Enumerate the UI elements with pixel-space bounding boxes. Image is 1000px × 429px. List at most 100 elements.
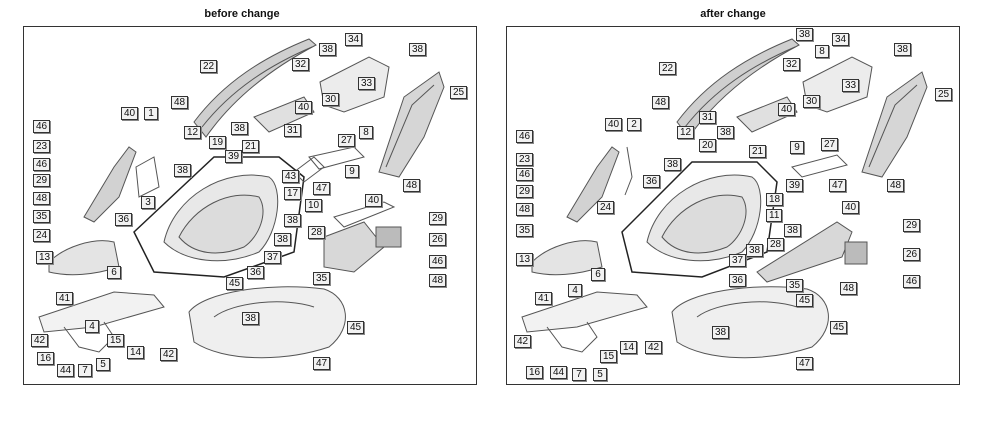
callout-label: 13 [36, 251, 54, 264]
callout-label: 36 [115, 213, 133, 226]
callout-label: 28 [308, 226, 326, 239]
diagram-panel-after [506, 26, 960, 385]
callout-label: 45 [830, 321, 848, 334]
callout-label: 8 [815, 45, 829, 58]
callout-label: 38 [174, 164, 192, 177]
callout-label: 23 [516, 153, 534, 166]
callout-label: 25 [450, 86, 468, 99]
callout-label: 48 [516, 203, 534, 216]
callout-label: 28 [767, 238, 785, 251]
callout-label: 38 [717, 126, 735, 139]
callout-label: 35 [313, 272, 331, 285]
callout-label: 25 [935, 88, 953, 101]
callout-label: 40 [121, 107, 139, 120]
callout-label: 48 [652, 96, 670, 109]
callout-label: 48 [887, 179, 905, 192]
callout-label: 38 [242, 312, 260, 325]
callout-label: 48 [429, 274, 447, 287]
callout-label: 38 [231, 122, 249, 135]
callout-label: 48 [403, 179, 421, 192]
callout-label: 31 [699, 111, 717, 124]
callout-label: 13 [516, 253, 534, 266]
callout-label: 22 [200, 60, 218, 73]
callout-label: 42 [514, 335, 532, 348]
callout-label: 30 [803, 95, 821, 108]
callout-label: 15 [107, 334, 125, 347]
callout-label: 24 [597, 201, 615, 214]
callout-label: 33 [358, 77, 376, 90]
callout-label: 10 [305, 199, 323, 212]
callout-label: 38 [274, 233, 292, 246]
callout-label: 38 [284, 214, 302, 227]
callout-label: 40 [605, 118, 623, 131]
callout-label: 6 [591, 268, 605, 281]
callout-label: 35 [516, 224, 534, 237]
callout-label: 35 [33, 210, 51, 223]
callout-label: 40 [365, 194, 383, 207]
callout-label: 32 [783, 58, 801, 71]
callout-label: 40 [778, 103, 796, 116]
callout-label: 48 [33, 192, 51, 205]
parts-drawing-after [521, 38, 928, 359]
callout-label: 43 [282, 170, 300, 183]
callout-label: 15 [600, 350, 618, 363]
callout-label: 29 [33, 174, 51, 187]
callout-label: 26 [429, 233, 447, 246]
callout-label: 22 [659, 62, 677, 75]
callout-label: 47 [829, 179, 847, 192]
callout-label: 39 [225, 150, 243, 163]
panel-title-before: before change [204, 8, 280, 20]
callout-label: 46 [33, 158, 51, 171]
callout-label: 48 [171, 96, 189, 109]
callout-label: 30 [322, 93, 340, 106]
callout-label: 37 [264, 251, 282, 264]
callout-label: 23 [33, 140, 51, 153]
callout-label: 46 [33, 120, 51, 133]
callout-label: 44 [57, 364, 75, 377]
callout-label: 46 [429, 255, 447, 268]
callout-label: 19 [209, 136, 227, 149]
callout-label: 45 [796, 294, 814, 307]
callout-label: 41 [56, 292, 74, 305]
callout-label: 9 [345, 165, 359, 178]
callout-label: 37 [729, 254, 747, 267]
callout-label: 48 [840, 282, 858, 295]
callout-label: 34 [832, 33, 850, 46]
callout-label: 41 [535, 292, 553, 305]
callout-label: 40 [295, 101, 313, 114]
callout-label: 14 [127, 346, 145, 359]
callout-label: 46 [903, 275, 921, 288]
callout-label: 7 [78, 364, 92, 377]
callout-label: 38 [796, 28, 814, 41]
callout-label: 45 [226, 277, 244, 290]
callout-label: 34 [345, 33, 363, 46]
callout-label: 29 [516, 185, 534, 198]
callout-label: 45 [347, 321, 365, 334]
callout-label: 3 [141, 196, 155, 209]
callout-label: 44 [550, 366, 568, 379]
panel-title-after: after change [700, 8, 766, 20]
callout-label: 39 [786, 179, 804, 192]
callout-label: 38 [664, 158, 682, 171]
callout-label: 16 [526, 366, 544, 379]
callout-label: 27 [821, 138, 839, 151]
callout-label: 2 [627, 118, 641, 131]
callout-label: 7 [572, 368, 586, 381]
callout-label: 16 [37, 352, 55, 365]
callout-label: 27 [338, 134, 356, 147]
callout-label: 31 [284, 124, 302, 137]
callout-label: 38 [409, 43, 427, 56]
callout-label: 29 [429, 212, 447, 225]
callout-label: 5 [593, 368, 607, 381]
callout-label: 1 [144, 107, 158, 120]
callout-label: 47 [313, 357, 331, 370]
callout-label: 4 [568, 284, 582, 297]
callout-label: 6 [107, 266, 121, 279]
callout-label: 11 [766, 209, 783, 222]
callout-label: 17 [284, 187, 302, 200]
callout-label: 42 [645, 341, 663, 354]
callout-label: 4 [85, 320, 99, 333]
callout-label: 47 [313, 182, 331, 195]
callout-label: 38 [784, 224, 802, 237]
callout-label: 5 [96, 358, 110, 371]
